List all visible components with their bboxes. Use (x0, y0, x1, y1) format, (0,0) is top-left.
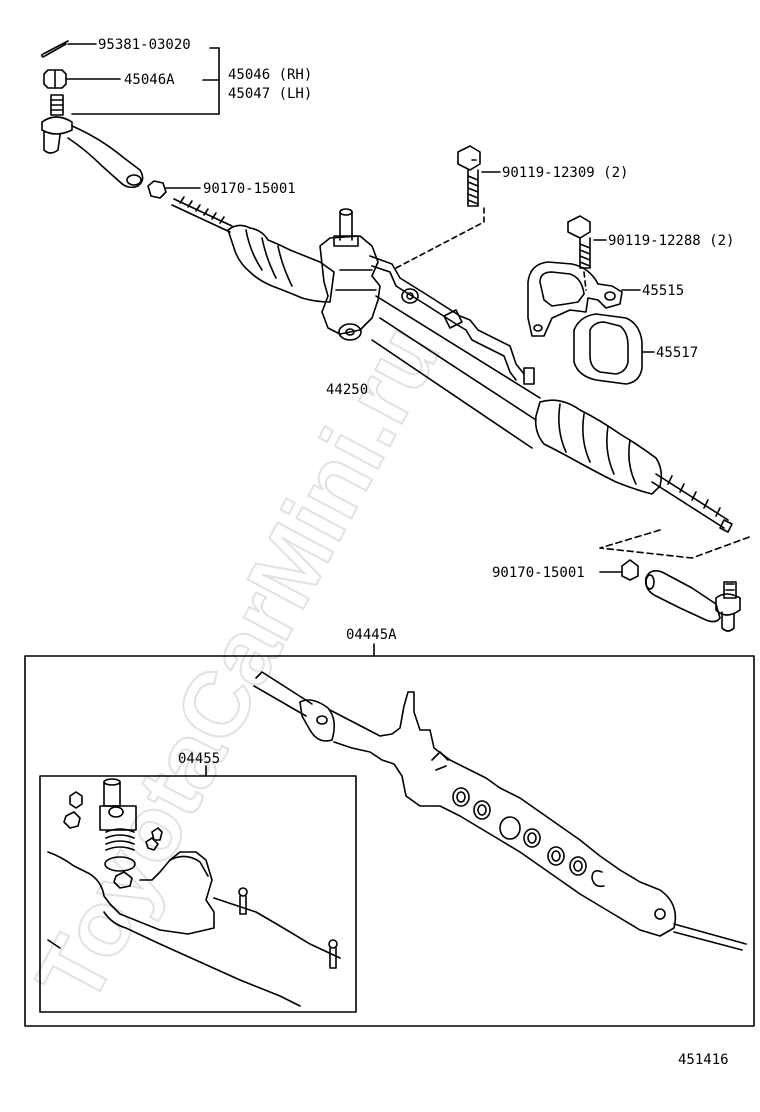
diagram-id: 451416 (678, 1052, 729, 1068)
label-lock-nut-upper: 90170-15001 (203, 181, 296, 197)
label-bolt-upper: 90119-12309 (2) (502, 165, 628, 181)
bolt-lower-part (567, 215, 607, 269)
label-tie-rod-end-lh: 45047 (LH) (228, 86, 312, 102)
kit-04455-frame (39, 765, 357, 1013)
label-castle-nut: 45046A (124, 72, 175, 88)
watermark: ToyotaCarMini.ru (18, 310, 460, 1020)
cotter-pin-part (41, 40, 97, 58)
label-kit-04445a: 04445A (346, 627, 397, 643)
kit-04455-contents (47, 778, 341, 1007)
steering-rack-assembly (171, 196, 733, 533)
tie-rod-end-left-part (41, 94, 144, 189)
kit-04445a-housing (253, 671, 747, 951)
label-cotter-pin: 95381-03020 (98, 37, 191, 53)
guide-line-upper (395, 207, 485, 269)
castle-nut-part (43, 69, 121, 89)
kit-04445a-frame (24, 643, 755, 1027)
bracket-part (527, 261, 641, 337)
guide-line-right (599, 529, 753, 559)
lock-nut-upper-part (147, 180, 201, 199)
label-lock-nut-lower: 90170-15001 (492, 565, 585, 581)
bushing-part (573, 313, 655, 385)
lock-nut-lower-part (599, 559, 639, 581)
tie-rod-end-right-part (644, 570, 741, 632)
label-kit-04455: 04455 (178, 751, 220, 767)
label-bracket (71, 47, 220, 115)
label-bracket: 45515 (642, 283, 684, 299)
label-tie-rod-end-rh: 45046 (RH) (228, 67, 312, 83)
label-bolt-lower: 90119-12288 (2) (608, 233, 734, 249)
bolt-upper-part (457, 145, 501, 207)
label-bushing: 45517 (656, 345, 698, 361)
label-gear-assy: 44250 (326, 382, 368, 398)
guide-line-lower (583, 271, 587, 291)
